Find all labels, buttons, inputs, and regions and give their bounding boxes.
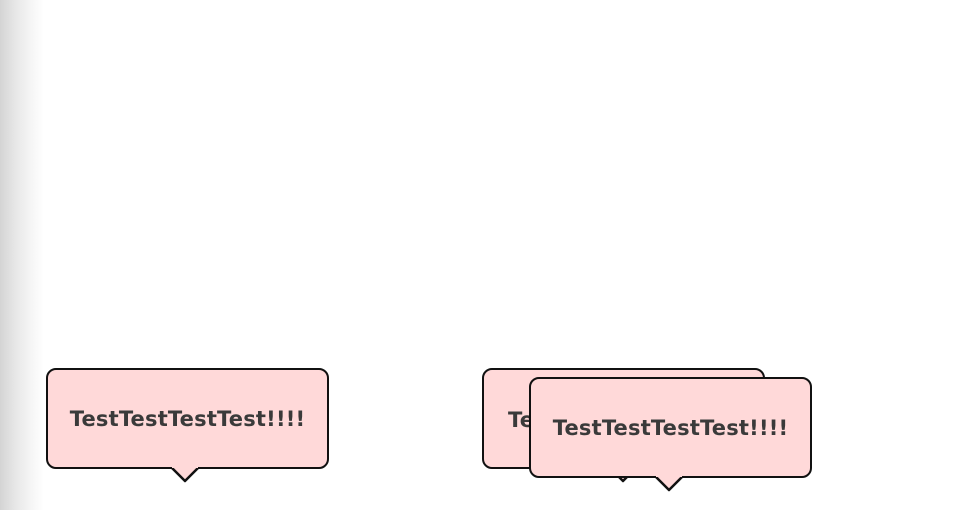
speech-bubble-3[interactable]: TestTestTestTest!!!! (529, 377, 812, 492)
speech-bubble-3-tail (655, 476, 683, 492)
speech-bubble-1-tail (171, 467, 199, 483)
speech-bubble-1-text: TestTestTestTest!!!! (69, 406, 306, 431)
left-edge-shadow (0, 0, 44, 510)
speech-bubble-1[interactable]: TestTestTestTest!!!! (46, 368, 329, 483)
speech-bubble-3-text: TestTestTestTest!!!! (552, 415, 789, 440)
